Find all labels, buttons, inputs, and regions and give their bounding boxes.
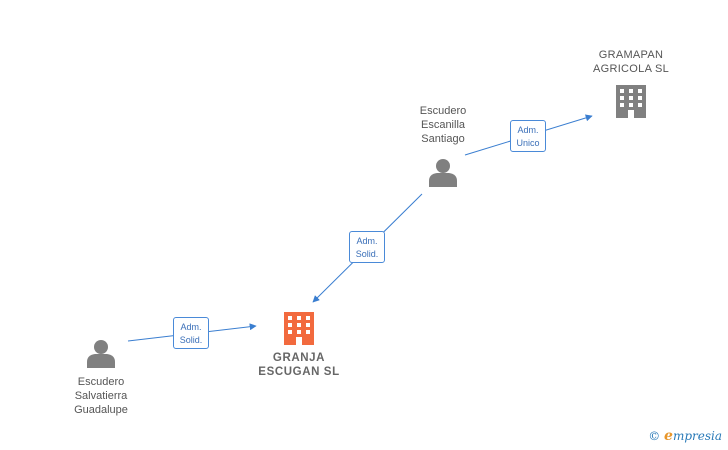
copyright-symbol: © — [648, 429, 661, 443]
person-name-santiago[interactable]: Escudero Escanilla Santiago — [419, 105, 467, 145]
brand-logo-initial: e — [664, 428, 673, 444]
building-icon-main[interactable] — [284, 312, 314, 345]
edge-label-adm-solid-guadalupe: Adm. Solid. — [173, 317, 209, 349]
empresia-watermark: © empresia — [648, 428, 722, 444]
edge-label-adm-unico: Adm. Unico — [510, 120, 546, 152]
company-name-gramapan[interactable]: GRAMAPAN AGRICOLA SL — [592, 49, 670, 75]
person-name-guadalupe[interactable]: Escudero Salvatierra Guadalupe — [74, 376, 128, 416]
brand-logo-text: mpresia — [672, 429, 722, 443]
person-icon[interactable] — [87, 340, 115, 368]
company-name-granja[interactable]: GRANJA ESCUGAN SL — [258, 352, 340, 378]
building-icon[interactable] — [616, 85, 646, 118]
person-icon[interactable] — [429, 159, 457, 187]
edge-label-adm-solid-santiago: Adm. Solid. — [349, 231, 385, 263]
